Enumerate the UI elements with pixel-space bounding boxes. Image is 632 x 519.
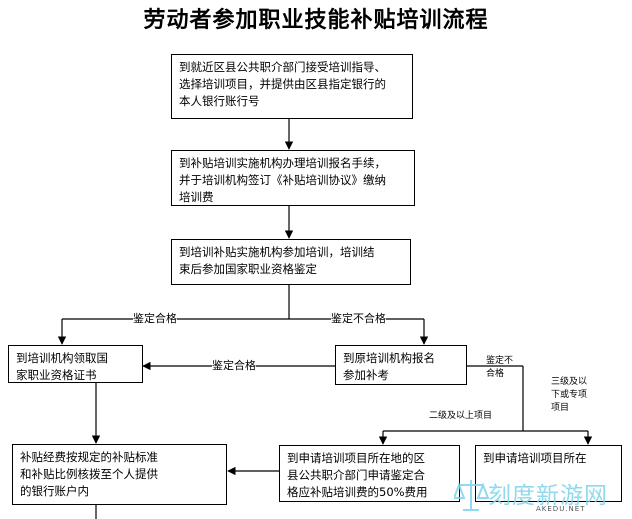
watermark-logo (454, 480, 490, 511)
label-fail-again: 鉴定不 合格 (486, 356, 514, 379)
diagram-title: 劳动者参加职业技能补贴培训流程 (143, 7, 489, 33)
step-consult-register: 到就近区县公共职介部门接受培训指导、 选择培训项目，并提供由区县指定银行的 本人… (171, 54, 413, 119)
label-pass-left: 鉴定合格 (133, 312, 177, 326)
step-get-certificate: 到培训机构领取国 家职业资格证书 (8, 345, 143, 383)
step-reexam-register: 到原培训机构报名 参加补考 (335, 345, 467, 385)
step-apply-project: 到申请培训项目所在 (475, 445, 622, 502)
step-attend-training: 到培训补贴实施机构参加培训，培训结 束后参加国家职业资格鉴定 (171, 239, 411, 285)
label-level-two-up: 二级及以上项目 (429, 410, 493, 423)
step-subsidy-transfer: 补贴经费按规定的补贴标准 和补贴比例核拨至个人提供 的银行账户内 (12, 444, 227, 505)
label-fail-right: 鉴定不合格 (331, 312, 386, 326)
step-sign-agreement: 到补贴培训实施机构办理培训报名手续， 并于培训机构签订《补贴培训协议》缴纳 培训… (171, 150, 415, 206)
step-apply-district: 到申请培训项目所在地的区 县公共职介部门申请鉴定合 格应补贴培训费的50%费用 (279, 445, 460, 502)
label-pass-middle: 鉴定合格 (212, 359, 256, 373)
watermark-text: 刻度新游网 (488, 483, 608, 509)
watermark-subtext: AKEDU.NET (536, 505, 586, 513)
label-level-three-down: 三级及以 下或专项 项目 (551, 377, 588, 413)
